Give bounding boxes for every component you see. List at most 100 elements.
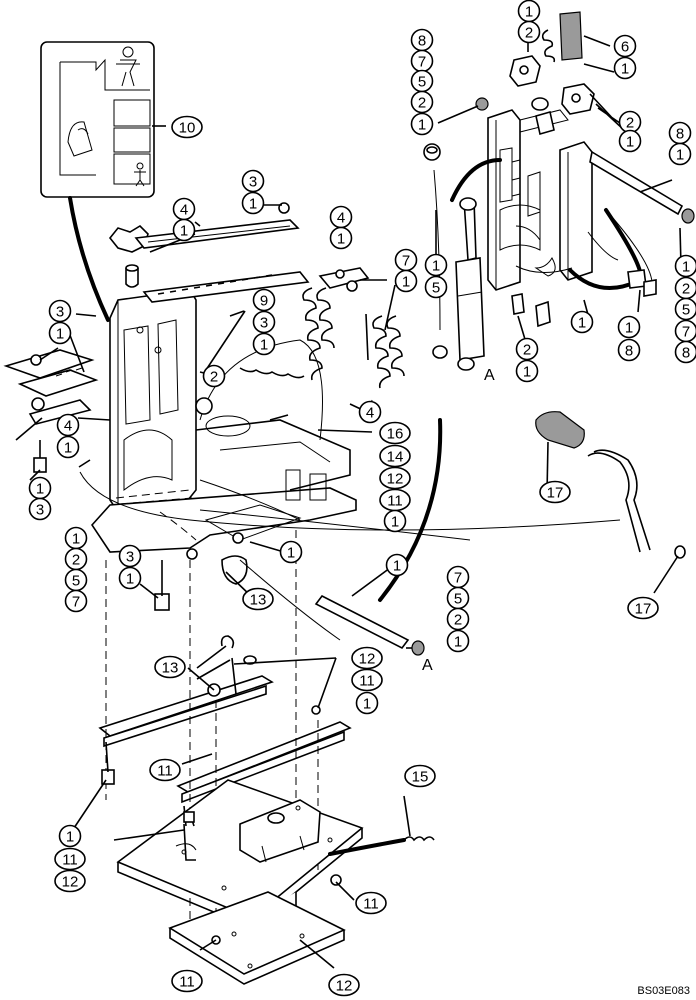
- callout-number: 7: [72, 594, 80, 611]
- callout-12: 12: [328, 973, 360, 997]
- callout-number: 1: [36, 481, 44, 498]
- callout-number: 7: [682, 324, 690, 341]
- callout-circle: [674, 340, 696, 364]
- callout-number: 1: [418, 117, 426, 134]
- callout-number: 4: [366, 405, 374, 422]
- callout-circle: [358, 400, 382, 424]
- callout-1: 1: [329, 226, 353, 250]
- callout-number: 1: [249, 196, 257, 213]
- callout-number: 1: [432, 258, 440, 275]
- callout-number: 14: [387, 449, 404, 466]
- callout-circle: [171, 115, 203, 139]
- callout-8: 8: [617, 338, 641, 362]
- callout-number: 8: [418, 33, 426, 50]
- callout-5: 5: [424, 275, 448, 299]
- callout-number: 1: [626, 134, 634, 151]
- callout-17: 17: [627, 596, 659, 620]
- callout-7: 7: [446, 565, 470, 589]
- callout-2: 2: [515, 337, 539, 361]
- view-marker-a: A: [484, 367, 495, 384]
- callout-number: 1: [180, 223, 188, 240]
- callout-1: 1: [618, 129, 642, 153]
- callout-number: 3: [36, 502, 44, 519]
- callout-8: 8: [674, 340, 696, 364]
- leader-13: [239, 559, 341, 641]
- callout-3: 3: [28, 497, 52, 521]
- spring-bracket: [318, 267, 370, 292]
- callout-5: 5: [674, 297, 696, 321]
- callout-number: 1: [621, 61, 629, 78]
- callout-11: 11: [351, 668, 383, 692]
- callout-number: 5: [454, 591, 462, 608]
- seat-slide-rails: [98, 635, 352, 804]
- callout-number: 7: [454, 570, 462, 587]
- callout-5: 5: [64, 568, 88, 592]
- callout-circle: [242, 587, 274, 611]
- callout-2: 2: [446, 607, 470, 631]
- callout-1: 1: [118, 566, 142, 590]
- callout-2: 2: [410, 90, 434, 114]
- callout-1: 1: [674, 254, 696, 278]
- seat-decal: [40, 41, 155, 198]
- callout-number: 3: [260, 315, 268, 332]
- callout-number: 3: [249, 174, 257, 191]
- slide-bracket-assembly: [487, 109, 593, 291]
- callout-number: 12: [336, 978, 353, 995]
- callout-11: 11: [355, 891, 387, 915]
- callout-12: 12: [351, 646, 383, 670]
- callout-number: 2: [418, 95, 426, 112]
- callout-number: 1: [682, 259, 690, 276]
- callout-1: 1: [668, 142, 692, 166]
- callout-3: 3: [48, 299, 72, 323]
- callout-number: 1: [66, 829, 74, 846]
- callout-circle: [149, 758, 181, 782]
- callout-4: 4: [358, 400, 382, 424]
- callout-circle: [351, 668, 383, 692]
- callout-number: 3: [126, 549, 134, 566]
- callout-circle: [394, 269, 418, 293]
- callout-circle: [446, 629, 470, 653]
- pin-leader-2: [604, 208, 643, 282]
- callout-8: 8: [668, 121, 692, 145]
- callout-circle: [668, 142, 692, 166]
- callout-5: 5: [446, 586, 470, 610]
- callout-2: 2: [517, 20, 541, 44]
- callout-7: 7: [674, 319, 696, 343]
- callout-number: 5: [432, 280, 440, 297]
- callout-number: 13: [162, 660, 179, 677]
- callout-circle: [172, 218, 196, 242]
- callout-number: 1: [393, 558, 401, 575]
- left-lever-plate: [3, 349, 99, 473]
- callout-circle: [379, 444, 411, 468]
- callout-number: 1: [523, 364, 531, 381]
- callout-12: 12: [54, 869, 86, 893]
- callout-1: 1: [385, 553, 409, 577]
- callout-12: 12: [379, 466, 411, 490]
- callout-number: 1: [391, 514, 399, 531]
- shock-leader-upper: [450, 158, 502, 202]
- callout-1: 1: [28, 476, 52, 500]
- callout-circle: [118, 544, 142, 568]
- callout-4: 4: [56, 413, 80, 437]
- callout-number: 1: [337, 231, 345, 248]
- seat-back-frame: [109, 289, 197, 513]
- callout-circle: [48, 299, 72, 323]
- callout-circle: [241, 169, 265, 193]
- callout-number: 2: [523, 342, 531, 359]
- callout-1: 1: [446, 629, 470, 653]
- callout-number: 1: [676, 147, 684, 164]
- callout-circle: [279, 540, 303, 564]
- callout-number: 1: [287, 545, 295, 562]
- callout-5: 5: [410, 69, 434, 93]
- callout-17: 17: [539, 480, 571, 504]
- callout-1: 1: [58, 824, 82, 848]
- callout-number: 1: [363, 696, 371, 713]
- callout-number: 12: [387, 471, 404, 488]
- callout-circle: [54, 869, 86, 893]
- callout-circle: [617, 315, 641, 339]
- callout-7: 7: [410, 49, 434, 73]
- spring-15: [403, 836, 435, 842]
- callout-number: 15: [412, 769, 429, 786]
- latch-parts: [475, 11, 595, 136]
- callout-number: 1: [72, 531, 80, 548]
